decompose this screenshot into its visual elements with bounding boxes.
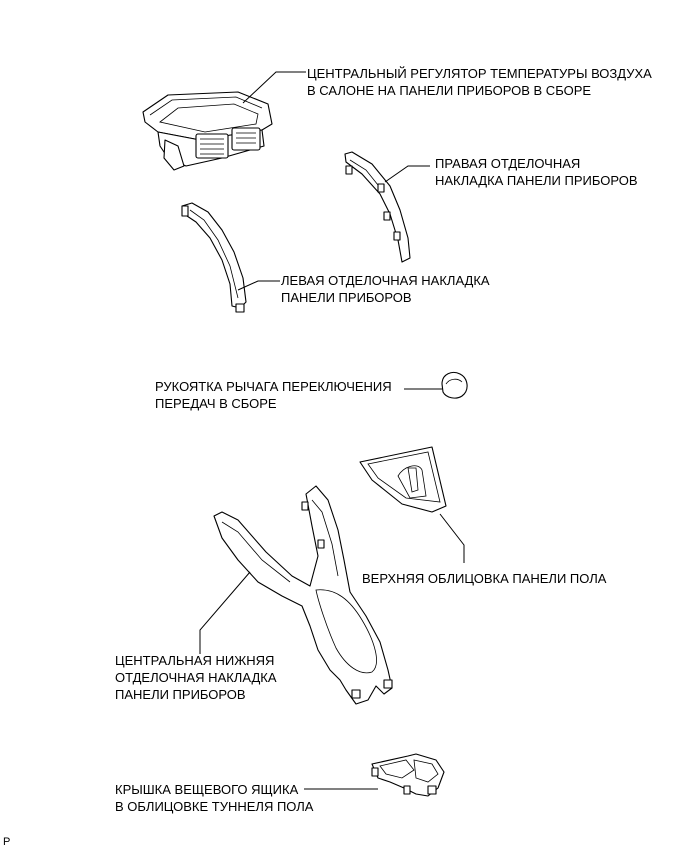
label-console-box-lid: КРЫШКА ВЕЩЕВОГО ЯЩИКА В ОБЛИЦОВКЕ ТУННЕЛ… [115,781,313,815]
label-center-lower-garnish-line3: ПАНЕЛИ ПРИБОРОВ [115,687,246,702]
label-climate-control-line2: В САЛОНЕ НА ПАНЕЛИ ПРИБОРОВ В СБОРЕ [307,83,592,98]
label-console-box-lid-line1: КРЫШКА ВЕЩЕВОГО ЯЩИКА [115,782,299,797]
label-right-garnish: ПРАВАЯ ОТДЕЛОЧНАЯ НАКЛАДКА ПАНЕЛИ ПРИБОР… [435,155,638,189]
label-left-garnish-line2: ПАНЕЛИ ПРИБОРОВ [281,290,412,305]
label-left-garnish-line1: ЛЕВАЯ ОТДЕЛОЧНАЯ НАКЛАДКА [281,273,490,288]
left-garnish-drawing [181,202,280,313]
label-center-lower-garnish: ЦЕНТРАЛЬНАЯ НИЖНЯЯ ОТДЕЛОЧНАЯ НАКЛАДКА П… [115,652,277,703]
climate-control-panel-drawing [142,71,306,171]
corner-mark: P [3,836,11,848]
label-center-lower-garnish-line2: ОТДЕЛОЧНАЯ НАКЛАДКА [115,670,277,685]
label-climate-control: ЦЕНТРАЛЬНЫЙ РЕГУЛЯТОР ТЕМПЕРАТУРЫ ВОЗДУХ… [307,65,652,99]
center-lower-garnish-drawing [199,485,393,705]
label-upper-console-panel-line1: ВЕРХНЯЯ ОБЛИЦОВКА ПАНЕЛИ ПОЛА [362,571,607,586]
console-box-lid-drawing [304,753,445,797]
label-upper-console-panel: ВЕРХНЯЯ ОБЛИЦОВКА ПАНЕЛИ ПОЛА [362,570,606,587]
label-shift-knob-line1: РУКОЯТКА РЫЧАГА ПЕРЕКЛЮЧЕНИЯ [155,379,392,394]
label-shift-knob-line2: ПЕРЕДАЧ В СБОРЕ [155,396,277,411]
shift-knob-drawing [404,371,468,399]
right-garnish-drawing [344,151,430,263]
label-console-box-lid-line2: В ОБЛИЦОВКЕ ТУННЕЛЯ ПОЛА [115,799,314,814]
label-right-garnish-line2: НАКЛАДКА ПАНЕЛИ ПРИБОРОВ [435,173,638,188]
label-shift-knob: РУКОЯТКА РЫЧАГА ПЕРЕКЛЮЧЕНИЯ ПЕРЕДАЧ В С… [155,378,392,412]
label-right-garnish-line1: ПРАВАЯ ОТДЕЛОЧНАЯ [435,156,581,171]
label-climate-control-line1: ЦЕНТРАЛЬНЫЙ РЕГУЛЯТОР ТЕМПЕРАТУРЫ ВОЗДУХ… [307,66,652,81]
label-center-lower-garnish-line1: ЦЕНТРАЛЬНАЯ НИЖНЯЯ [115,653,275,668]
label-left-garnish: ЛЕВАЯ ОТДЕЛОЧНАЯ НАКЛАДКА ПАНЕЛИ ПРИБОРО… [281,272,490,306]
upper-console-panel-drawing [359,446,465,563]
